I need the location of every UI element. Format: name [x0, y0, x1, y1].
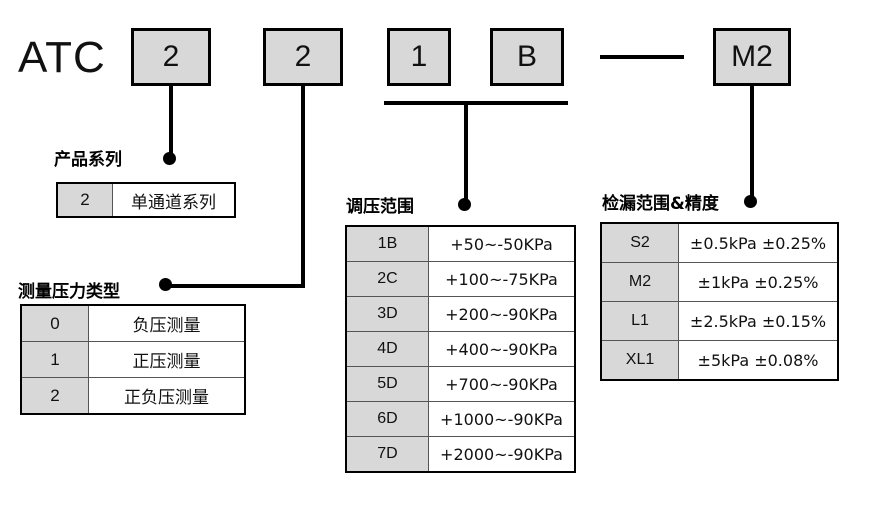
table-row: 4D+400~-90KPa	[345, 331, 576, 367]
table-row: 6D+1000~-90KPa	[345, 401, 576, 437]
row-value-cell: +400~-90KPa	[428, 331, 576, 367]
row-value-cell: 负压测量	[88, 304, 246, 342]
row-code-cell: 1B	[345, 225, 429, 262]
row-code-cell: 4D	[345, 331, 429, 367]
table-row: L1±2.5kPa ±0.15%	[600, 301, 839, 341]
table-row: 2C+100~-75KPa	[345, 261, 576, 297]
code-box-range-1: 1	[387, 28, 451, 86]
row-code-cell: XL1	[600, 340, 679, 381]
row-value-cell: 正压测量	[88, 341, 246, 378]
row-code-cell: 6D	[345, 401, 429, 437]
table-row: 1B+50~-50KPa	[345, 225, 576, 262]
brand-label: ATC	[18, 33, 106, 82]
connector-leak-vertical	[750, 86, 754, 202]
table-row: M2±1kPa ±0.25%	[600, 262, 839, 302]
row-code-cell: 5D	[345, 366, 429, 402]
connector-type-vertical	[301, 86, 305, 288]
connector-leak-dot	[744, 195, 757, 208]
row-value-cell: 正负压测量	[88, 377, 246, 415]
row-code-cell: 2	[56, 182, 113, 218]
connector-type-dot	[159, 278, 172, 291]
table-row: 7D+2000~-90KPa	[345, 436, 576, 473]
leak-detection-table-body: S2±0.5kPa ±0.25%M2±1kPa ±0.25%L1±2.5kPa …	[600, 222, 839, 381]
code-separator-dash	[600, 55, 684, 59]
leak-detection-table: S2±0.5kPa ±0.25%M2±1kPa ±0.25%L1±2.5kPa …	[600, 222, 839, 381]
table-row: XL1±5kPa ±0.08%	[600, 340, 839, 381]
row-code-cell: 2C	[345, 261, 429, 297]
row-value-cell: ±2.5kPa ±0.15%	[678, 301, 839, 341]
row-value-cell: +1000~-90KPa	[428, 401, 576, 437]
row-code-cell: S2	[600, 222, 679, 263]
row-value-cell: +700~-90KPa	[428, 366, 576, 402]
connector-range-bracket	[384, 101, 568, 105]
code-box-leak: M2	[713, 28, 791, 86]
row-value-cell: 单通道系列	[112, 182, 236, 218]
row-value-cell: +200~-90KPa	[428, 296, 576, 332]
row-code-cell: 2	[20, 377, 89, 415]
table-row: S2±0.5kPa ±0.25%	[600, 222, 839, 263]
row-code-cell: M2	[600, 262, 679, 302]
row-value-cell: ±5kPa ±0.08%	[678, 340, 839, 381]
caption-pressure-type: 测量压力类型	[18, 282, 120, 302]
caption-leak-detection: 检漏范围&精度	[602, 194, 719, 214]
row-value-cell: +100~-75KPa	[428, 261, 576, 297]
connector-range-dot	[458, 198, 471, 211]
row-code-cell: 3D	[345, 296, 429, 332]
row-value-cell: +2000~-90KPa	[428, 436, 576, 473]
caption-pressure-range: 调压范围	[346, 197, 414, 217]
row-value-cell: +50~-50KPa	[428, 225, 576, 262]
row-value-cell: ±0.5kPa ±0.25%	[678, 222, 839, 263]
code-box-series: 2	[131, 28, 211, 86]
connector-series-dot	[163, 152, 176, 165]
row-code-cell: L1	[600, 301, 679, 341]
caption-series: 产品系列	[54, 150, 122, 170]
table-row: 5D+700~-90KPa	[345, 366, 576, 402]
code-box-range-2: B	[490, 28, 564, 86]
row-code-cell: 7D	[345, 436, 429, 473]
connector-range-vertical	[464, 101, 468, 205]
row-code-cell: 1	[20, 341, 89, 378]
table-row: 3D+200~-90KPa	[345, 296, 576, 332]
connector-type-horizontal	[165, 284, 305, 288]
row-code-cell: 0	[20, 304, 89, 342]
code-box-pressure-type: 2	[263, 28, 343, 86]
row-value-cell: ±1kPa ±0.25%	[678, 262, 839, 302]
connector-series-vertical	[169, 86, 173, 160]
